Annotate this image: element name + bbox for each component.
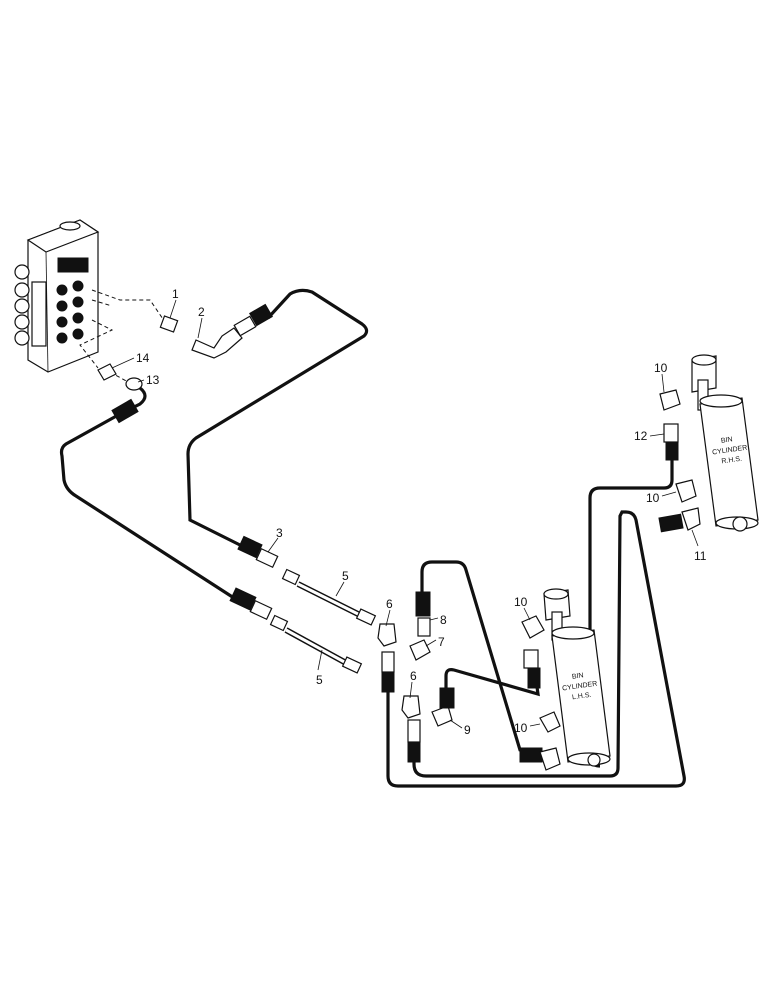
bin-cylinder-rhs: BIN CYLINDER R.H.S. [691,354,759,532]
callout-8: 8 [440,613,447,627]
callout-3: 3 [276,526,283,540]
bin-cylinder-lhs: BIN CYLINDER L.H.S. [543,588,611,767]
callout-12: 12 [634,429,648,443]
callout-7: 7 [438,635,445,649]
fittings [97,303,701,771]
cylinder-lhs-label-line1: BIN [572,672,585,681]
callout-1: 1 [172,287,179,301]
cylinder-rhs-label-line1: BIN [721,436,734,445]
hose-lines [59,288,686,788]
callout-14: 14 [136,351,150,365]
callout-10-rhs-upper: 10 [654,361,668,375]
callout-10-rhs-lower: 10 [646,491,660,505]
callout-10-lhs-lower: 10 [514,721,528,735]
callout-11: 11 [694,549,707,563]
cylinder-rhs-label-line3: R.H.S. [721,456,742,466]
callout-6-lower: 6 [410,669,417,683]
callout-13: 13 [146,373,160,387]
callout-labels: 1 2 3 5 5 6 6 7 8 9 10 10 10 10 11 12 13… [136,287,707,737]
cylinder-rhs-label-line2: CYLINDER [712,445,748,457]
callout-9: 9 [464,723,471,737]
callout-5-upper: 5 [342,569,349,583]
leader-lines [111,299,699,729]
cylinder-lhs-label-line2: CYLINDER [562,681,598,693]
callout-5-lower: 5 [316,673,323,687]
cylinder-lhs-label-line3: L.H.S. [572,692,592,702]
control-valve-block [14,219,100,373]
callout-2: 2 [198,305,205,319]
callout-6-upper: 6 [386,597,393,611]
callout-10-lhs-upper: 10 [514,595,528,609]
